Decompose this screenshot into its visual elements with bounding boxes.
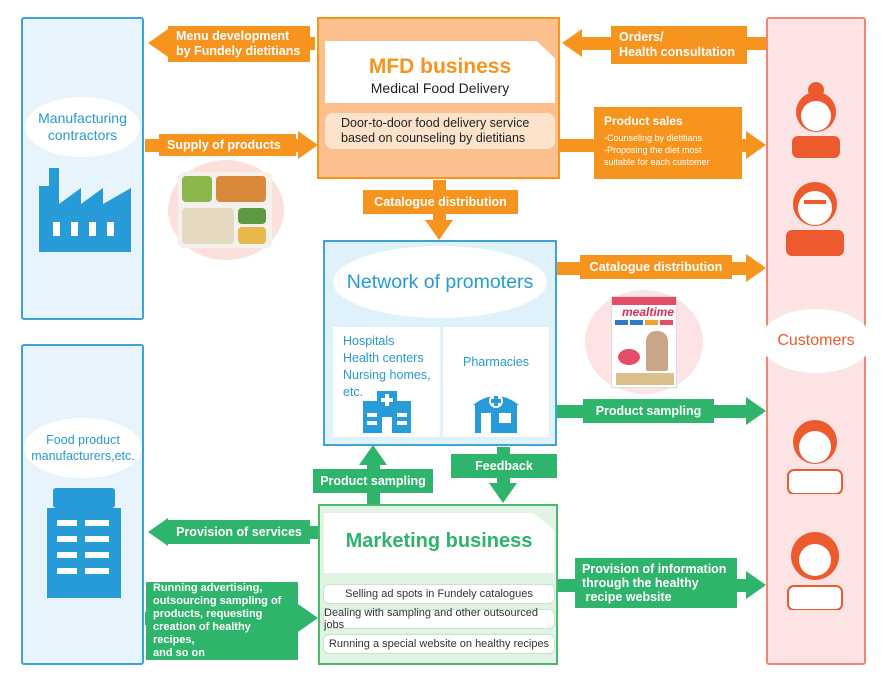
mfd-desc-line1: Door-to-door food delivery service bbox=[341, 116, 530, 130]
marketing-row-2: Dealing with sampling and other outsourc… bbox=[323, 607, 555, 631]
network-title-ellipse: Network of promoters bbox=[333, 246, 547, 318]
product-sampling-up-text: Product sampling bbox=[320, 474, 426, 488]
catalogue-down-label: Catalogue distribution bbox=[363, 190, 518, 214]
marketing-row-3: Running a special website on healthy rec… bbox=[323, 634, 555, 654]
provision-services-label: Provision of services bbox=[168, 520, 310, 544]
provision-information-label: Provision of information through the hea… bbox=[575, 558, 737, 608]
catalogue-title: mealtime bbox=[622, 305, 675, 319]
supply-text: Supply of products bbox=[167, 137, 281, 152]
catalogue-down-text: Catalogue distribution bbox=[374, 194, 507, 209]
factory-icon bbox=[39, 168, 131, 252]
product-sales-line2: -Proposing the diet most bbox=[604, 145, 702, 155]
network-title: Network of promoters bbox=[346, 270, 534, 293]
manufacturing-label-line1: Manufacturing bbox=[38, 110, 127, 126]
provision-info-line2: through the healthy bbox=[582, 576, 699, 590]
customers-label: Customers bbox=[777, 332, 855, 349]
catalogue-right-label: Catalogue distribution bbox=[580, 255, 732, 279]
hospital-icon bbox=[363, 391, 411, 433]
product-sales-title: Product sales bbox=[604, 114, 683, 128]
hospitals-line4: etc. bbox=[343, 385, 364, 399]
hospitals-cell: Hospitals Health centers Nursing homes, … bbox=[333, 327, 440, 437]
building-icon bbox=[47, 488, 121, 598]
mfd-business-box: MFD business Medical Food Delivery Door-… bbox=[317, 17, 560, 179]
hospitals-line1: Hospitals bbox=[343, 334, 395, 348]
manufacturing-label-line2: contractors bbox=[47, 127, 118, 143]
marketing-title: Marketing business bbox=[345, 530, 533, 552]
mfd-description: Door-to-door food delivery service based… bbox=[325, 113, 555, 149]
elderly-man-icon bbox=[786, 182, 844, 256]
network-of-promoters-box: Network of promoters Hospitals Health ce… bbox=[323, 240, 557, 446]
feedback-text: Feedback bbox=[475, 459, 533, 473]
marketing-row-1: Selling ad spots in Fundely catalogues bbox=[323, 584, 555, 604]
marketing-title-area: Marketing business bbox=[324, 513, 554, 573]
orders-line1: Orders/ bbox=[619, 30, 664, 44]
menu-development-label: Menu development by Fundely dietitians bbox=[168, 26, 310, 62]
meal-tray-image bbox=[168, 160, 284, 260]
manufacturing-label-ellipse: Manufacturing contractors bbox=[25, 97, 140, 157]
marketing-row-2-text: Dealing with sampling and other outsourc… bbox=[324, 607, 539, 631]
orders-line2: Health consultation bbox=[619, 45, 735, 59]
customers-label-ellipse: Customers bbox=[760, 309, 872, 373]
orders-label: Orders/ Health consultation bbox=[611, 26, 747, 64]
mfd-subtitle: Medical Food Delivery bbox=[370, 80, 510, 96]
food-manufacturers-label-line1: Food product bbox=[46, 433, 120, 447]
pharmacies-label: Pharmacies bbox=[463, 355, 529, 369]
menu-dev-line1: Menu development bbox=[176, 29, 290, 43]
hospitals-line2: Health centers bbox=[343, 351, 424, 365]
food-manufacturers-label-line2: manufacturers,etc. bbox=[31, 449, 135, 463]
catalogue-right-text: Catalogue distribution bbox=[589, 259, 723, 274]
marketing-row-1-text: Selling ad spots in Fundely catalogues bbox=[345, 588, 533, 600]
product-sampling-right-text: Product sampling bbox=[595, 404, 702, 418]
running-advertising-label: Running advertising, outsourcing samplin… bbox=[146, 582, 298, 660]
pharmacies-cell: Pharmacies bbox=[443, 327, 549, 437]
product-sales-box: Product sales -Counseling by dietitians … bbox=[594, 107, 742, 179]
product-sales-line3: suitable for each customer bbox=[604, 157, 710, 167]
mfd-title-area: MFD business Medical Food Delivery bbox=[325, 41, 555, 103]
marketing-row-3-text: Running a special website on healthy rec… bbox=[328, 638, 550, 650]
tray bbox=[178, 172, 272, 248]
food-manufacturers-panel: Food product manufacturers,etc. bbox=[21, 344, 144, 665]
catalogue-image: mealtime bbox=[585, 290, 703, 394]
food-manufacturers-label-ellipse: Food product manufacturers,etc. bbox=[24, 418, 142, 478]
feedback-label: Feedback bbox=[451, 454, 557, 478]
elderly-woman-icon bbox=[792, 82, 840, 158]
running-line1: Running advertising, bbox=[153, 582, 263, 594]
mfd-desc-line2: based on counseling by dietitians bbox=[341, 131, 526, 145]
manufacturing-contractors-panel: Manufacturing contractors bbox=[21, 17, 144, 320]
running-line4: creation of healthy recipes, bbox=[153, 621, 251, 646]
supply-label: Supply of products bbox=[159, 134, 296, 156]
product-sampling-right-label: Product sampling bbox=[583, 399, 714, 423]
running-line2: outsourcing sampling of bbox=[153, 595, 282, 607]
mfd-title: MFD business bbox=[368, 55, 512, 78]
running-line5: and so on bbox=[153, 647, 205, 659]
young-woman-icon bbox=[787, 532, 843, 610]
product-sampling-up-label: Product sampling bbox=[313, 469, 433, 493]
provision-info-line1: Provision of information bbox=[582, 562, 727, 576]
provision-info-line3: recipe website bbox=[582, 590, 672, 604]
catalogue-cover: mealtime bbox=[611, 296, 677, 388]
hospitals-line3: Nursing homes, bbox=[343, 368, 431, 382]
running-line3: products, requesting bbox=[153, 608, 263, 620]
provision-services-text: Provision of services bbox=[176, 525, 302, 539]
woman-icon bbox=[787, 420, 843, 494]
menu-dev-line2: by Fundely dietitians bbox=[176, 44, 301, 58]
product-sales-line1: -Counseling by dietitians bbox=[604, 133, 703, 143]
pharmacy-icon bbox=[473, 394, 519, 433]
marketing-business-box: Marketing business Selling ad spots in F… bbox=[318, 504, 558, 665]
